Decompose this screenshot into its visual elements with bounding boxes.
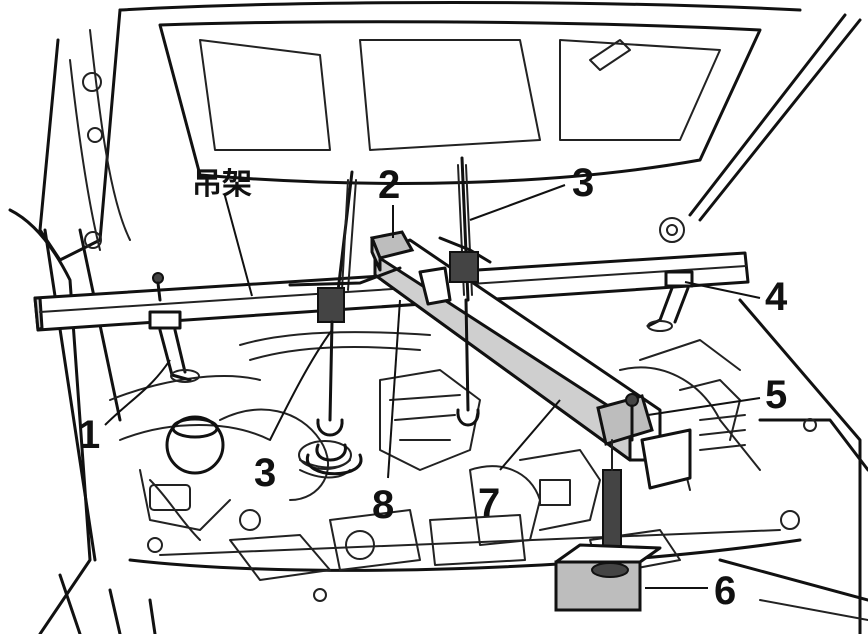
callout-labels: 吊架 2 3 4 5 6 1 3 8 7 xyxy=(78,161,788,613)
open-hood xyxy=(38,1,862,262)
callout-3-bottom: 3 xyxy=(254,451,276,495)
callout-7: 7 xyxy=(478,481,500,525)
callout-5: 5 xyxy=(765,373,787,417)
callout-1: 1 xyxy=(78,413,100,457)
callout-2: 2 xyxy=(378,163,400,207)
callout-frame-label: 吊架 xyxy=(192,167,252,202)
leader-lines xyxy=(104,184,761,589)
vehicle-body xyxy=(8,208,868,636)
engine-bay xyxy=(109,331,761,602)
callout-4: 4 xyxy=(765,275,788,319)
callout-3-top: 3 xyxy=(572,161,594,205)
callout-8: 8 xyxy=(372,483,394,527)
support-frame-longitudinal-bar xyxy=(369,230,692,612)
lifting-spindles xyxy=(288,156,492,476)
callout-6: 6 xyxy=(714,569,736,613)
